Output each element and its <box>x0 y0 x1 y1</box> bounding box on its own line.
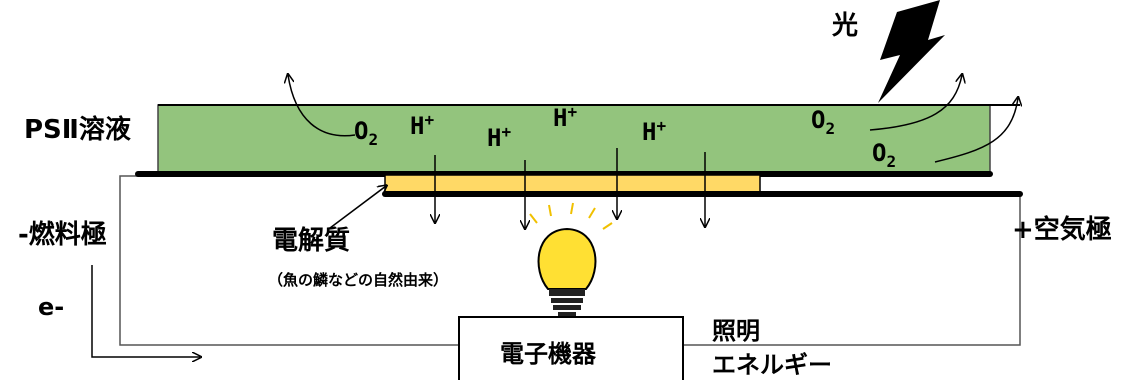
o2-arrow-right-2 <box>934 98 1018 163</box>
device-label: 電子機器 <box>500 340 596 368</box>
electronic-device-box: 電子機器 <box>458 316 684 380</box>
proton-label-3: H+ <box>553 102 578 132</box>
electrolyte-layer <box>384 174 761 194</box>
o2-arrow-right-1 <box>869 75 962 131</box>
electrolyte-note: （魚の鱗などの自然由来） <box>268 271 449 289</box>
o2-label-2: O2 <box>811 106 836 138</box>
energy-label-line1: 照明 <box>712 317 760 345</box>
proton-label-1: H+ <box>410 110 435 140</box>
light-label: 光 <box>832 11 859 41</box>
electron-label: e- <box>38 293 65 321</box>
cathode-label: +空気極 <box>1012 215 1112 245</box>
anode-label: -燃料極 <box>18 220 107 250</box>
electrolyte-pointer-arrow <box>329 186 386 229</box>
lightning-bolt-icon <box>878 0 945 103</box>
ps2-solution-layer <box>157 104 991 173</box>
light-bulb-icon <box>529 202 613 317</box>
energy-label-line2: エネルギー <box>712 351 832 379</box>
o2-label-3: O2 <box>872 139 897 171</box>
proton-label-4: H+ <box>642 116 667 146</box>
electrolyte-label: 電解質 <box>272 226 351 256</box>
o2-arrow-left <box>288 75 356 137</box>
proton-label-2: H+ <box>487 122 512 152</box>
electron-flow-arrow <box>91 265 200 357</box>
ps2-solution-label: PSⅡ溶液 <box>24 115 131 145</box>
o2-label-1: O2 <box>354 117 379 149</box>
